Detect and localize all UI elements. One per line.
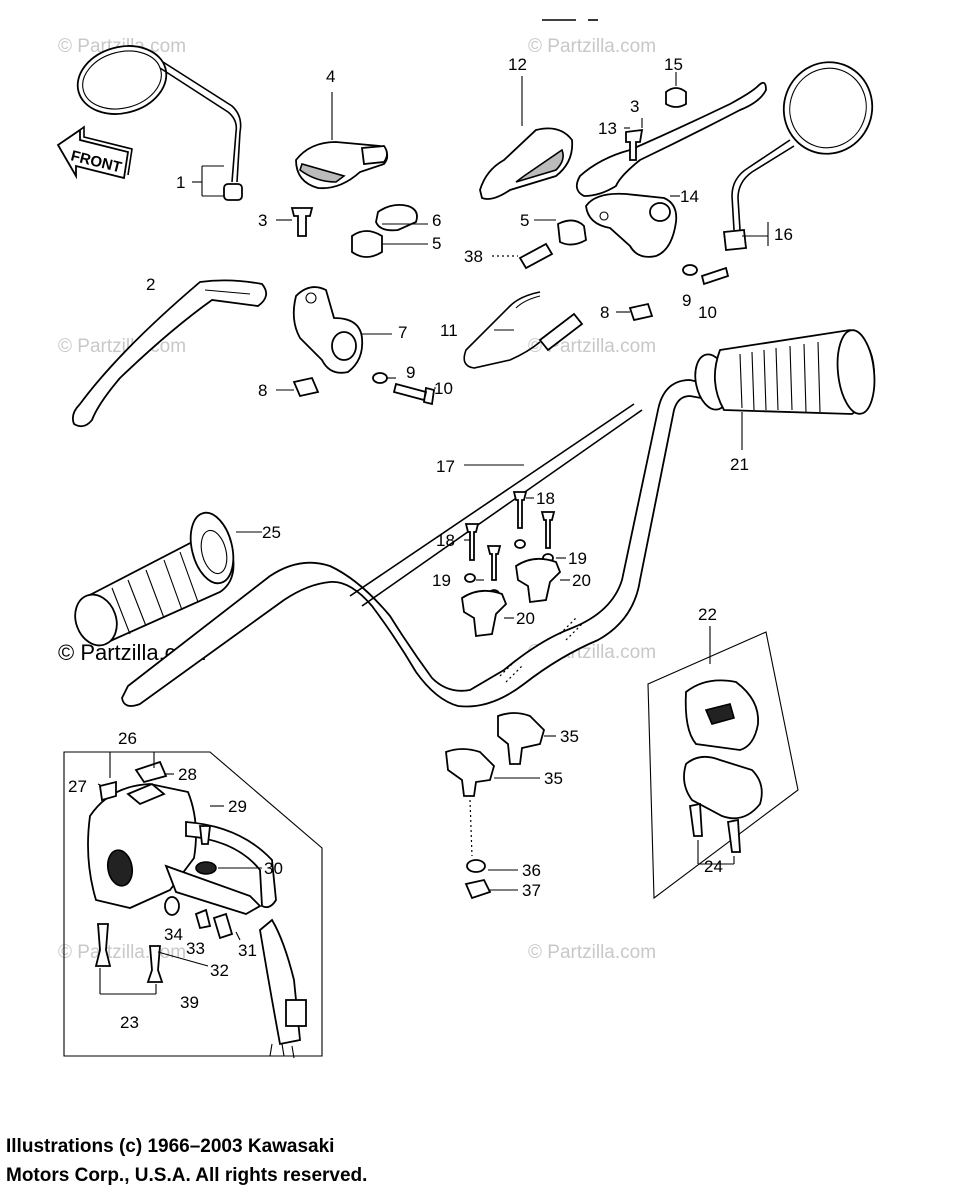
washer [372,372,388,384]
callout-15: 15 [664,55,683,74]
watermark: © Partzilla.com [528,36,656,57]
callout-20: 20 [572,571,591,590]
callout-26: 26 [118,729,137,748]
adjuster-nut [351,230,383,258]
callout-17: 17 [436,457,455,476]
callout-19: 19 [568,549,587,568]
callout-38: 38 [464,247,483,266]
pivot-bolt [625,128,644,161]
callout-31: 31 [238,941,257,960]
right-switch-housing [647,631,799,900]
bolt [392,382,436,406]
callout-25: 25 [262,523,281,542]
lever-cover [295,141,389,190]
callout-10: 10 [434,379,453,398]
callout-33: 33 [186,939,205,958]
callout-6: 6 [432,211,441,230]
copyright-line-2: Motors Corp., U.S.A. All rights reserved… [6,1165,368,1186]
callout-4: 4 [326,67,335,86]
callout-14: 14 [680,187,699,206]
callout-37: 37 [522,881,541,900]
callout-27: 27 [68,777,87,796]
handlebar [121,379,718,708]
callout-5: 5 [432,234,441,253]
callout-22: 22 [698,605,717,624]
switch-cable [463,291,584,369]
watermark: © Partzilla.com [528,942,656,963]
handlebar-clamp-set [461,491,562,638]
callout-1: 1 [176,173,185,192]
callout-32: 32 [210,961,229,980]
callout-24: 24 [704,857,723,876]
callout-35: 35 [560,727,579,746]
callout-36: 36 [522,861,541,880]
callout-39: 39 [180,993,199,1012]
callout-29: 29 [228,797,247,816]
lever-cover [479,127,574,200]
callout-12: 12 [508,55,527,74]
left-mirror [76,45,243,201]
callout-30: 30 [264,859,283,878]
callout-28: 28 [178,765,197,784]
cap [665,87,687,108]
callout-2: 2 [146,275,155,294]
left-grip [74,511,235,647]
callout-20: 20 [516,609,535,628]
callout-7: 7 [398,323,407,342]
adjuster [375,203,418,232]
callout-10: 10 [698,303,717,322]
callout-8: 8 [258,381,267,400]
copyright-notice: Illustrations (c) 1966–2003 Kawasaki Mot… [6,1132,367,1190]
right-lever [575,81,767,197]
callout-11: 11 [440,321,458,340]
bolt [700,266,730,286]
clamp-holder [445,712,546,900]
leader-lines [97,72,769,995]
front-arrow-icon: FRONT [56,125,133,180]
left-lever [71,279,268,428]
callout-9: 9 [682,291,691,310]
callout-3: 3 [630,97,639,116]
adjuster-nut [557,219,587,246]
callout-34: 34 [164,925,183,944]
callout-16: 16 [774,225,793,244]
callout-9: 9 [406,363,415,382]
pivot-bolt [290,207,314,237]
callout-18: 18 [436,531,455,550]
callout-21: 21 [730,455,749,474]
left-lever-perch [292,286,364,374]
handlebar-parts-diagram: © Partzilla.com © Partzilla.com © Partzi… [56,19,876,1059]
callout-5: 5 [520,211,529,230]
left-switch-housing [63,751,323,1059]
callout-18: 18 [536,489,555,508]
adjuster-rod [518,242,554,270]
washer [682,264,698,276]
callout-35: 35 [544,769,563,788]
copyright-line-1: Illustrations (c) 1966–2003 Kawasaki [6,1136,335,1157]
callout-8: 8 [600,303,609,322]
right-master-cylinder [585,192,678,258]
nut [628,302,654,322]
right-mirror [723,61,874,251]
right-grip [694,329,876,415]
callout-3: 3 [258,211,267,230]
nut [292,376,320,398]
callout-19: 19 [432,571,451,590]
watermark: © Partzilla.com [58,942,186,963]
callout-13: 13 [598,119,617,138]
callout-23: 23 [120,1013,139,1032]
